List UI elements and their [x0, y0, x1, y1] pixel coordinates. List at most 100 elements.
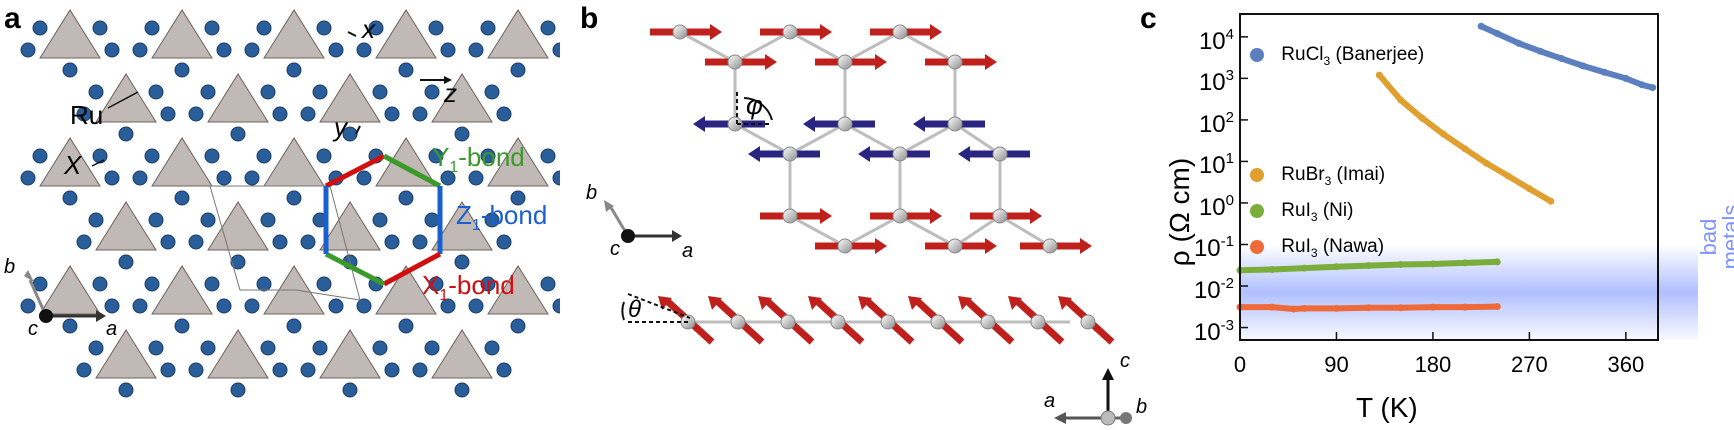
- x-atom: [160, 234, 176, 250]
- x-atom: [286, 318, 302, 334]
- x-atom: [496, 234, 512, 250]
- y1-bond-line: [382, 153, 442, 189]
- x-atom: [104, 42, 120, 58]
- data-point: [1579, 62, 1587, 70]
- x1-bond-name: X: [422, 270, 440, 300]
- x1-bond-suffix: -bond: [448, 270, 515, 300]
- phi-label: φ: [746, 90, 763, 120]
- canted-spin-arrow-head: [908, 296, 922, 310]
- x-atom: [440, 298, 456, 314]
- octahedron-face: [431, 329, 493, 379]
- x-atom: [468, 42, 484, 58]
- bad-metals-line-2: metals: [1718, 204, 1734, 270]
- data-point: [1525, 185, 1533, 193]
- canted-spin-arrow-head: [758, 296, 772, 310]
- data-point: [1558, 55, 1566, 63]
- ru-bond: [899, 122, 956, 156]
- data-point: [1493, 258, 1501, 266]
- x-atom: [92, 148, 108, 164]
- x-tick-label-270: 270: [1511, 352, 1548, 377]
- spin-arrow-head: [930, 208, 942, 224]
- ru-atom: [837, 238, 853, 254]
- bad-metals-line-1: bad: [1696, 218, 1721, 256]
- ru-atom: [727, 116, 743, 132]
- ru-atom: [837, 54, 853, 70]
- x-atom: [454, 254, 470, 270]
- x-atom: [104, 298, 120, 314]
- x-tick-label-180: 180: [1414, 352, 1452, 377]
- octahedron-face: [39, 137, 101, 187]
- x-atom: [144, 148, 160, 164]
- x-atom: [148, 212, 164, 228]
- x1-bond-sub: 1: [439, 287, 449, 305]
- y-tick-label-1e-3: 10-3: [1193, 316, 1234, 346]
- ru-atom: [672, 24, 688, 40]
- x-atom: [368, 20, 384, 36]
- chain-atom: [930, 314, 946, 330]
- x-atom: [480, 20, 496, 36]
- x-atom: [244, 298, 260, 314]
- ru-bond: [954, 122, 1001, 156]
- y-tick-label-1e-1: 10-1: [1193, 233, 1234, 263]
- x-atom: [356, 42, 372, 58]
- data-point: [1429, 303, 1437, 311]
- legend-entry-rui3-ni: RuI3 (Ni): [1250, 200, 1353, 224]
- x-atom: [256, 276, 272, 292]
- legend-entry-rui3-nawa: RuI3 (Nawa): [1250, 236, 1384, 260]
- x-atom: [200, 340, 216, 356]
- x-axis-title: T (K): [1356, 392, 1418, 423]
- chain-atom: [880, 314, 896, 330]
- x-atom: [20, 170, 36, 186]
- b-axis-label-top: b: [586, 182, 598, 204]
- legend-text-rucl3: RuCl3 (Banerjee): [1281, 44, 1425, 68]
- octahedron-face: [207, 201, 269, 251]
- series-line: [1376, 72, 1554, 205]
- x-atom: [412, 106, 428, 122]
- y-tick-label-1e2: 102: [1198, 108, 1234, 138]
- canted-spin-arrow-head: [858, 296, 872, 310]
- octahedron-face: [39, 265, 101, 315]
- ru-atom: [782, 208, 798, 224]
- data-point: [1429, 260, 1437, 268]
- unit-cell-outline: [209, 185, 361, 301]
- legend-text-rubr3: RuBr3 (Imai): [1281, 164, 1386, 188]
- x-atom: [200, 212, 216, 228]
- x-atom: [20, 42, 36, 58]
- data-point: [1483, 159, 1491, 167]
- octahedron-face: [95, 201, 157, 251]
- x-atom: [552, 298, 560, 314]
- x-atom: [92, 20, 108, 36]
- x-atom: [174, 318, 190, 334]
- series-3: [1236, 303, 1501, 313]
- ru-atom: [892, 208, 908, 224]
- x1-bond-line-2: [382, 251, 442, 287]
- a-axis-label-bottom: a: [1044, 390, 1056, 412]
- x-atom: [454, 382, 470, 398]
- data-point: [1461, 259, 1469, 267]
- data-point: [1515, 39, 1523, 47]
- x-atom: [62, 190, 78, 206]
- ru-bond: [734, 122, 791, 156]
- x-atom: [216, 170, 232, 186]
- x-atom: [540, 20, 556, 36]
- a-axis-label-top: a: [682, 240, 694, 262]
- x-atom: [398, 190, 414, 206]
- octahedron-face: [487, 9, 549, 59]
- series-2: [1236, 258, 1501, 274]
- spin-arrow-head: [820, 208, 832, 224]
- spin-arrow-head: [765, 54, 777, 70]
- spin-arrow-head: [875, 54, 887, 70]
- x-atom: [540, 276, 556, 292]
- y-tick-label-1e3: 103: [1198, 67, 1234, 97]
- x-atom: [300, 106, 316, 122]
- x-atom: [484, 340, 500, 356]
- x-atom: [468, 298, 484, 314]
- x-atom: [300, 234, 316, 250]
- octahedron-face: [319, 73, 381, 123]
- honeycomb-lattice: [20, 9, 560, 398]
- ru-bond: [734, 30, 791, 64]
- y-axis-label: y: [334, 112, 347, 142]
- x-atom: [372, 340, 388, 356]
- x-atom: [286, 62, 302, 78]
- x-atom: [342, 382, 358, 398]
